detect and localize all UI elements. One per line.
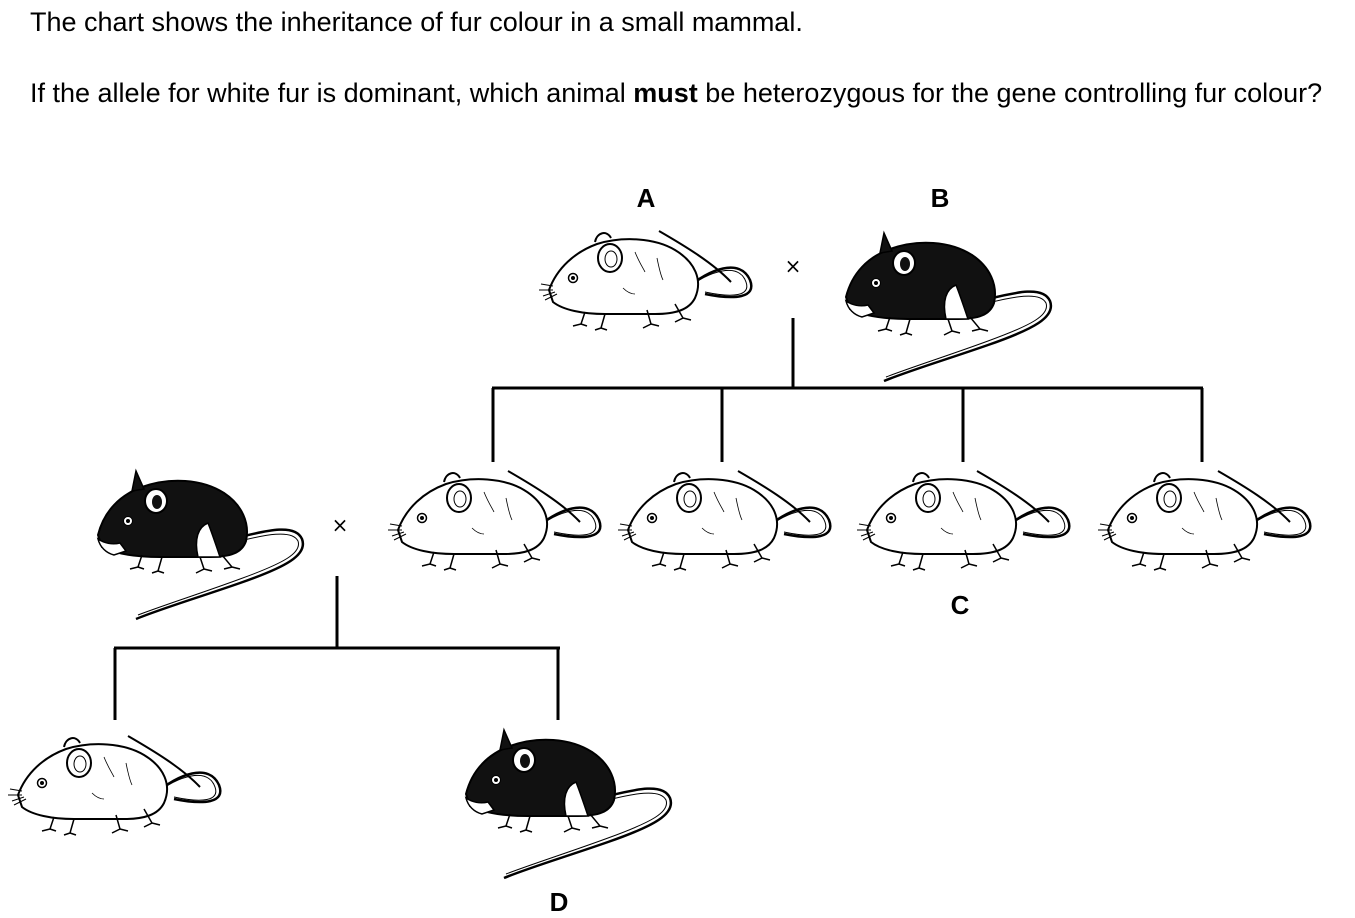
mate-black-mouse xyxy=(96,469,305,621)
f1-white-mouse-2 xyxy=(616,469,832,572)
label-c: C xyxy=(951,590,970,620)
parent-b-black-mouse xyxy=(844,231,1053,383)
f1-white-mouse-3-c xyxy=(855,469,1071,572)
f2-connector-lines xyxy=(113,576,560,720)
intro-text: The chart shows the inheritance of fur c… xyxy=(30,7,803,37)
f2-black-mouse-d xyxy=(464,728,673,880)
cross-symbol-bottom: × xyxy=(332,513,349,537)
f1-connector-lines xyxy=(491,318,1204,462)
label-b: B xyxy=(931,183,950,213)
question-suffix: be heterozygous for the gene controlling… xyxy=(697,78,1323,108)
parent-a-white-mouse xyxy=(537,229,753,332)
f1-white-mouse-4 xyxy=(1096,469,1312,572)
question-emphasis: must xyxy=(633,78,698,108)
question-text: If the allele for white fur is dominant,… xyxy=(30,76,1350,111)
f1-white-mouse-1 xyxy=(386,469,602,572)
question-prefix: If the allele for white fur is dominant,… xyxy=(30,78,634,108)
f2-white-mouse xyxy=(6,734,222,837)
label-a: A xyxy=(637,183,656,213)
cross-symbol-top: × xyxy=(785,254,802,278)
label-d: D xyxy=(550,887,569,917)
